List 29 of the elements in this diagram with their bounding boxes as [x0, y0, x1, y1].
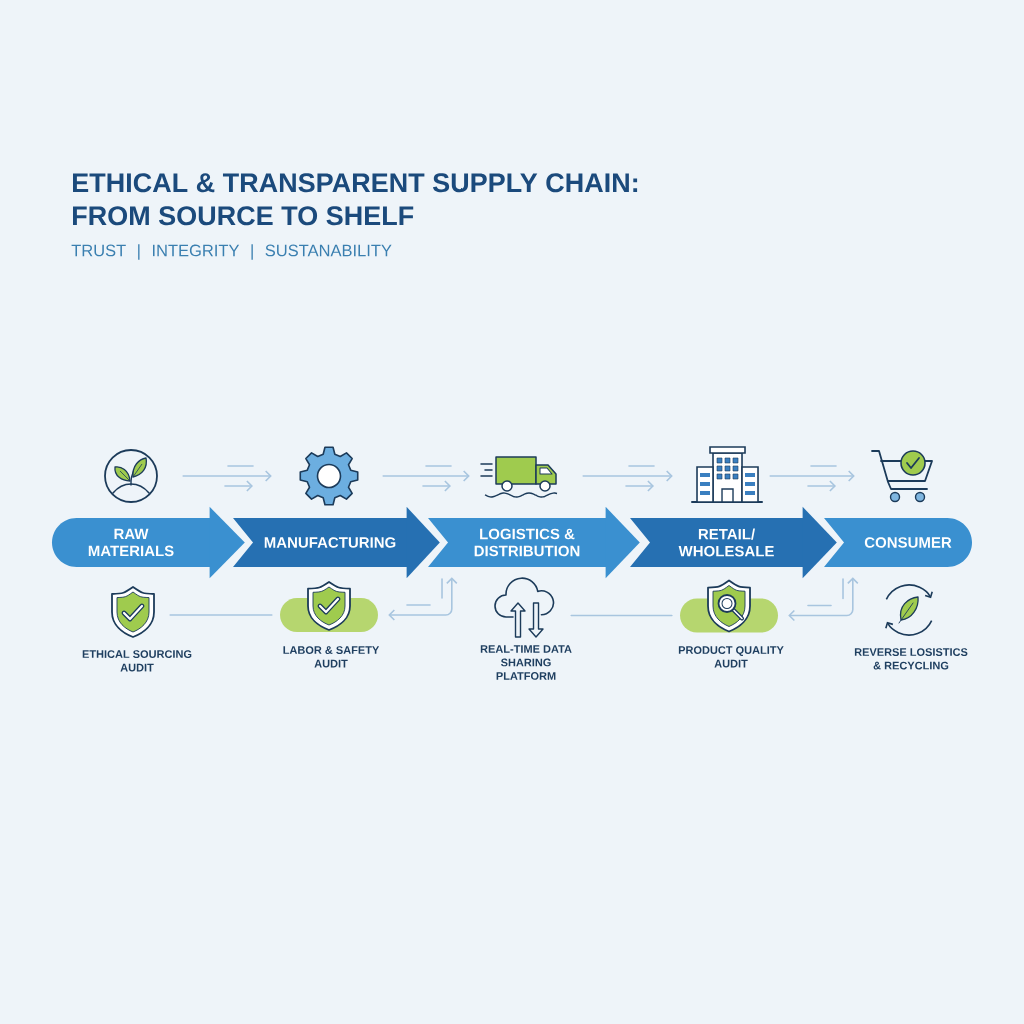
- arrow: [182, 465, 272, 492]
- arrow: [802, 506, 837, 579]
- node-label: REVERSE LOSISTICS & RECYCLING: [854, 648, 968, 670]
- arrow: [605, 506, 640, 579]
- connector-line: [169, 614, 273, 616]
- arrow: [582, 465, 673, 492]
- process-step: CONSUMER: [824, 518, 972, 567]
- node-label: RETAIL/ WHOLESALE: [678, 528, 774, 557]
- node-label: REAL-TIME DATA SHARING PLATFORM: [480, 645, 572, 680]
- node-label: RAW MATERIALS: [88, 528, 174, 557]
- arrow: [406, 506, 440, 579]
- arrow: [769, 465, 855, 492]
- node-label: MANUFACTURING: [264, 537, 396, 548]
- title: ETHICAL & TRANSPARENT SUPPLY CHAIN: FROM SOURCE TO SHELF: [73, 173, 638, 226]
- node-label: LABOR & SAFETY AUDIT: [283, 646, 380, 668]
- gear-icon: [299, 446, 359, 506]
- node-label: ETHICAL SOURCING AUDIT: [82, 650, 192, 672]
- arrow: [388, 577, 458, 621]
- building-icon: [691, 446, 763, 503]
- node-label: LOGISTICS & DISTRIBUTION: [474, 528, 580, 557]
- sprout-icon: [104, 449, 158, 503]
- node-label: PRODUCT QUALITY AUDIT: [678, 646, 784, 668]
- arrow: [382, 465, 470, 492]
- subtitle: TRUST | INTEGRITY | SUSTANABILITY: [71, 244, 392, 260]
- cart-icon: [871, 450, 933, 503]
- arrow: [788, 577, 859, 622]
- truck-icon: [480, 456, 558, 498]
- connector-line: [570, 614, 673, 617]
- arrow: [209, 506, 245, 579]
